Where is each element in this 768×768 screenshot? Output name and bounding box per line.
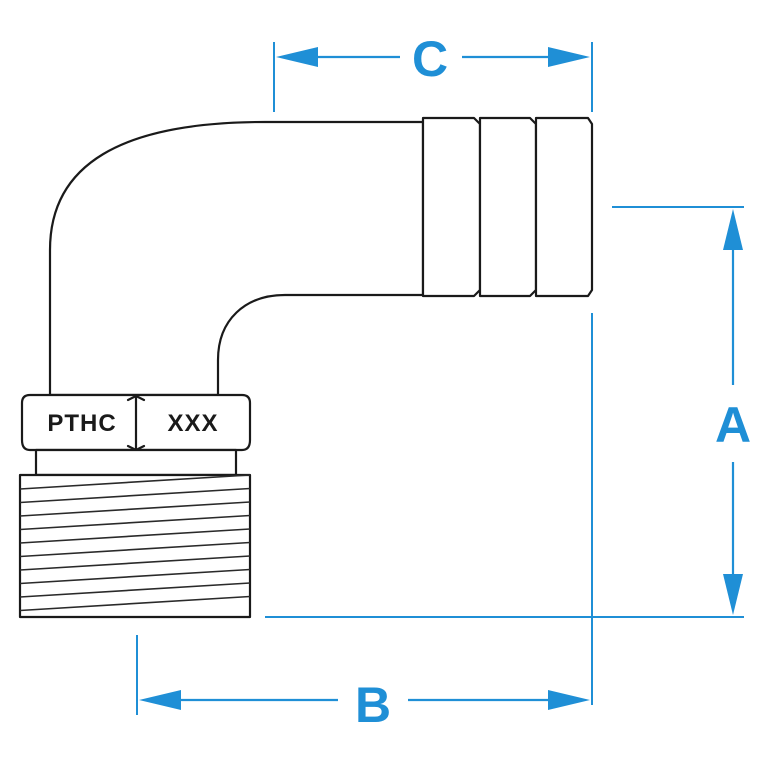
thread-crest-3 [19, 514, 251, 531]
dim-c-arrow-right [548, 47, 590, 67]
hex-label-right: XXX [167, 410, 218, 437]
hex-corner-top [126, 394, 146, 402]
thread-crest-0 [19, 474, 251, 490]
thread-crest-5 [19, 541, 251, 558]
dim-b-arrow-left [139, 690, 181, 710]
thread-crest-4 [19, 528, 251, 544]
thread-crest-9 [19, 595, 251, 612]
male-thread [18, 473, 252, 619]
barb-rib-3 [534, 116, 594, 298]
hose-barb [421, 116, 594, 298]
hex-label-left: PTHC [47, 410, 116, 437]
dim-b-label: B [355, 677, 391, 733]
thread-crest-7 [19, 568, 251, 585]
hex-nut: PTHC XXX [20, 393, 252, 452]
dimension-b: B [136, 313, 593, 733]
thread-body [18, 473, 252, 619]
dim-a-arrow-top [723, 209, 743, 250]
dim-a-arrow-bottom [723, 574, 743, 615]
barb-rib-2 [478, 116, 538, 298]
dimension-a: A [265, 206, 751, 618]
dim-c-label: C [412, 31, 448, 87]
thread-neck [34, 448, 238, 477]
thread-crest-6 [19, 555, 251, 571]
elbow-bend [48, 120, 425, 397]
dim-a-label: A [715, 397, 751, 453]
dim-b-arrow-right [548, 690, 590, 710]
thread-crest-2 [19, 501, 251, 517]
dim-c-arrow-left [276, 47, 318, 67]
thread-lines [19, 474, 251, 612]
thread-crest-8 [19, 582, 251, 598]
dimension-c: C [273, 31, 593, 112]
elbow-body [48, 120, 425, 397]
barb-rib-1 [421, 116, 482, 298]
thread-crest-1 [19, 487, 251, 504]
